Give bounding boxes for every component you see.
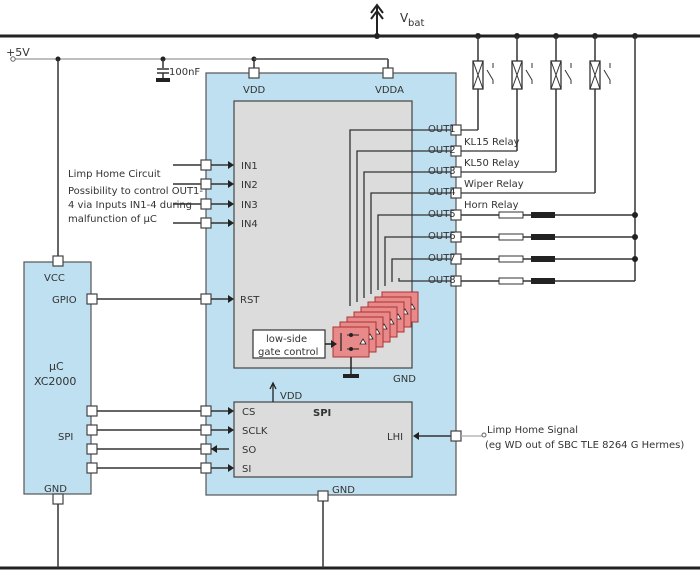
input-pin-label: IN2	[241, 180, 258, 191]
mcu-gnd-label: GND	[44, 484, 67, 495]
spi-pin-label: CS	[242, 407, 255, 418]
spi-pin	[200, 462, 212, 474]
lhi-label: LHI	[387, 432, 403, 443]
gate-control-label: gate control	[258, 347, 318, 358]
load-inductor	[531, 234, 555, 240]
load-inductor	[531, 256, 555, 262]
load-resistor	[498, 233, 524, 241]
load-inductor	[531, 278, 555, 284]
ic-gnd-label: GND	[332, 485, 355, 496]
spi-vdd-label: VDD	[280, 391, 303, 402]
output-pin-label: OUT7	[428, 253, 456, 264]
input-pin	[200, 198, 212, 210]
output-pin-label: OUT4	[428, 187, 456, 198]
reset-connection: RST	[97, 293, 260, 306]
mosfet-stack	[332, 291, 419, 378]
input-pin	[200, 217, 212, 229]
gate-control-label: low-side	[266, 334, 307, 345]
relay-label: KL50 Relay	[464, 158, 520, 169]
microcontroller: VCC GPIO μC XC2000 SPI GND	[23, 255, 98, 568]
output-pin-label: OUT8	[428, 275, 456, 286]
load-resistor	[498, 277, 524, 285]
vbat-sub-label: bat	[408, 18, 424, 29]
vdda-pin	[382, 67, 394, 79]
gpio-pin	[86, 293, 98, 305]
output-pin-label: OUT2	[428, 145, 456, 156]
limp-home-note-line: 4 via Inputs IN1-4 during	[68, 200, 192, 211]
vdda-label: VDDA	[375, 85, 404, 96]
output-pin-label: OUT5	[428, 209, 456, 220]
spi-pin	[200, 424, 212, 436]
vdd-pin	[248, 67, 260, 79]
spi-pin-label: SCLK	[242, 426, 268, 437]
capacitor-label: 100nF	[169, 67, 200, 78]
input-pin-label: IN4	[241, 219, 258, 230]
rst-label: RST	[240, 295, 260, 306]
vbat-label: V	[400, 11, 409, 25]
mcu-name: μC	[49, 360, 64, 373]
load-inductor	[531, 212, 555, 218]
vdd-label: VDD	[243, 85, 266, 96]
spi-block: SPI VDD LHI Limp Home Signal (eg WD out …	[233, 381, 684, 478]
relay-label: Horn Relay	[464, 200, 519, 211]
gate-control: low-side gate control	[252, 329, 337, 359]
relay-label: Wiper Relay	[464, 179, 524, 190]
output-pin-label: OUT3	[428, 166, 456, 177]
limp-home-note-line: Limp Home Circuit	[68, 169, 161, 180]
internal-gnd-label: GND	[393, 374, 416, 385]
mcu-model: XC2000	[34, 375, 76, 388]
spi-pin	[200, 405, 212, 417]
limp-home-signal-label: Limp Home Signal	[487, 425, 578, 436]
output-pin-label: OUT6	[428, 231, 456, 242]
plus5v-label: +5V	[6, 46, 30, 59]
load-resistor	[498, 211, 524, 219]
load-resistor	[498, 255, 524, 263]
limp-home-note: Limp Home Circuit Possibility to control…	[68, 169, 203, 225]
spi-pin-label: SO	[242, 445, 256, 456]
spi-pin	[200, 443, 212, 455]
spi-label: SPI	[58, 432, 73, 443]
input-pin	[200, 159, 212, 171]
limp-home-signal-note: (eg WD out of SBC TLE 8264 G Hermes)	[485, 440, 684, 451]
output-pin-label: OUT1	[428, 124, 456, 135]
vcc-label: VCC	[44, 273, 65, 284]
spi-title: SPI	[313, 408, 331, 419]
spi-pin-label: SI	[242, 464, 251, 475]
limp-home-note-line: malfunction of μC	[68, 214, 157, 225]
vbat-rail: V bat	[0, 3, 700, 39]
plus5v-rail: +5V 100nF	[6, 46, 389, 262]
relay-label: KL15 Relay	[464, 137, 520, 148]
input-pin-label: IN3	[241, 200, 258, 211]
input-pin-label: IN1	[241, 161, 258, 172]
limp-home-note-line: Possibility to control OUT1-	[68, 186, 203, 197]
spi-connections: CS SCLK SO SI	[97, 405, 268, 475]
vcc-pin	[52, 255, 64, 267]
gpio-label: GPIO	[52, 295, 77, 306]
